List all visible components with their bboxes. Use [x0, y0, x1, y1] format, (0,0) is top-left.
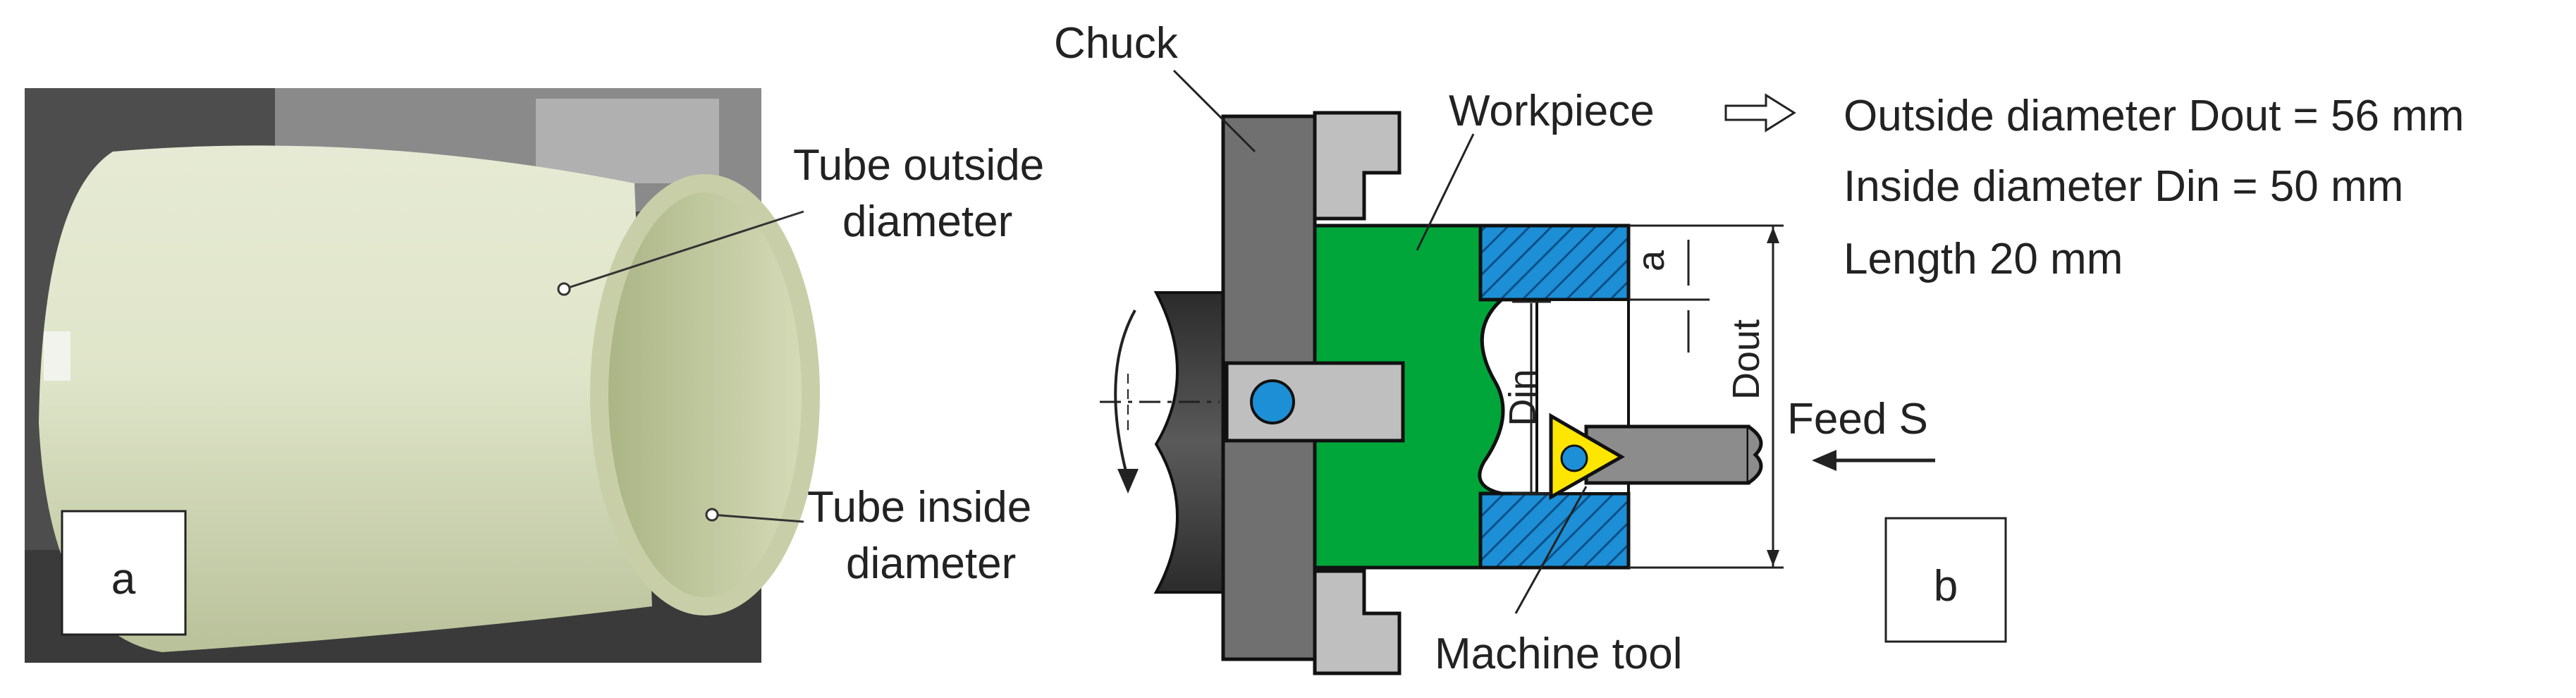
label-tube-outside-2: diameter — [842, 197, 1012, 246]
label-dim-dout: Dout — [1725, 319, 1767, 400]
label-dim-a: a — [1630, 250, 1672, 271]
dim-dout-arrow-bottom — [1767, 550, 1779, 566]
rotation-arrow — [1114, 310, 1136, 480]
panel-b-diagram: b — [1100, 69, 2007, 675]
leader-workpiece — [1416, 133, 1475, 251]
spec-outside-diameter: Outside diameter Dout = 56 mm — [1844, 92, 2464, 140]
clamp-pin-hole — [1250, 379, 1295, 424]
leader-machine-tool — [1514, 486, 1588, 614]
label-tube-inside-2: diameter — [846, 539, 1016, 588]
tube-section-bottom — [1478, 491, 1631, 570]
tool-holder-end — [1747, 424, 1763, 485]
label-workpiece: Workpiece — [1449, 87, 1655, 135]
implies-arrow — [1724, 93, 1796, 133]
panel-a-photo: a — [25, 88, 820, 663]
dim-dout-arrow-top — [1767, 227, 1779, 243]
label-tube-outside-1: Tube outside — [793, 141, 1044, 190]
tube-tag — [44, 331, 70, 381]
leader-chuck — [1172, 69, 1256, 153]
label-dim-din: Din — [1502, 369, 1544, 426]
workpiece — [1313, 224, 1505, 570]
label-feed: Feed S — [1787, 395, 1928, 443]
label-machine-tool: Machine tool — [1435, 630, 1683, 678]
panel-a-label-box — [61, 510, 187, 636]
label-tube-inside-1: Tube inside — [807, 483, 1031, 532]
tube-body — [39, 145, 652, 652]
tube-section-top — [1478, 224, 1631, 302]
chuck-jaw-top — [1313, 111, 1402, 221]
spec-inside-diameter: Inside diameter Din = 50 mm — [1844, 162, 2403, 211]
panel-a-label: a — [111, 555, 136, 604]
feed-arrowhead — [1812, 450, 1836, 471]
tube-rim — [590, 174, 820, 616]
panel-b-label: b — [1934, 562, 1958, 611]
spindle-shaft — [1153, 291, 1228, 594]
panel-b-label-box — [1884, 517, 2007, 643]
label-chuck: Chuck — [1054, 19, 1179, 68]
leader-outside — [563, 210, 804, 290]
leader-dot-outside — [557, 282, 571, 296]
leader-inside — [711, 513, 804, 523]
insert-screw — [1560, 444, 1588, 472]
rotation-arrowhead — [1117, 469, 1139, 494]
tube-inner-opening — [599, 183, 811, 606]
machine-background-part — [536, 99, 719, 183]
leader-dot-inside — [705, 508, 719, 522]
spec-length: Length 20 mm — [1844, 235, 2123, 283]
chuck-jaw-bottom — [1313, 569, 1402, 675]
